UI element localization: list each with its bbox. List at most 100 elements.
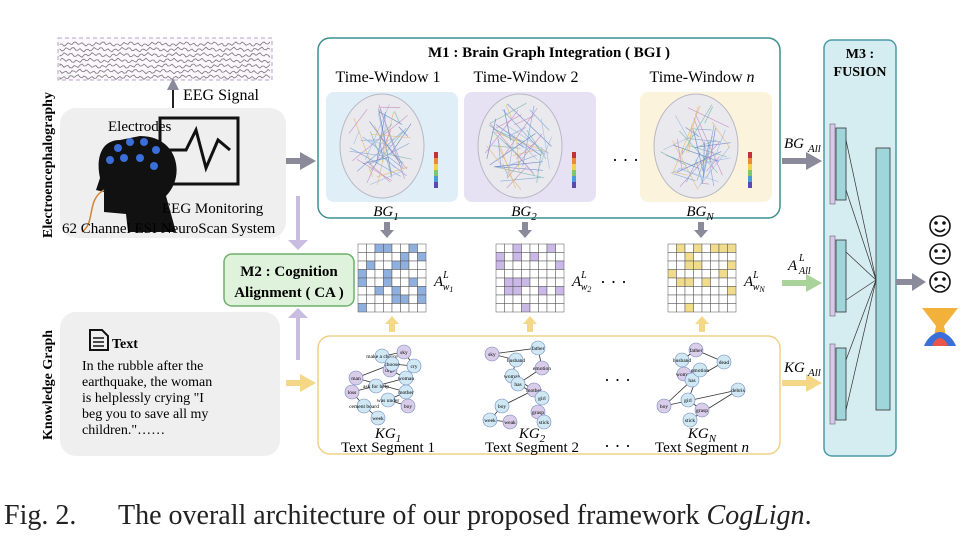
graph-node-label: boy — [404, 404, 413, 410]
kg-label: KG1 — [374, 426, 401, 445]
figure-caption: Fig. 2. The overall architecture of our … — [0, 500, 977, 540]
graph-node-label: emotion — [691, 368, 709, 374]
graph-node-label: dead — [719, 360, 730, 366]
bg-all-label: BG All — [784, 136, 821, 155]
m3-line1: M3 : — [846, 47, 874, 62]
bg-label: BG2 — [511, 204, 537, 223]
m1-ellipsis: · · · — [612, 150, 639, 170]
text-box — [60, 312, 280, 456]
graph-node-label: woman — [676, 372, 692, 378]
knowledge-graph-2: skyfatherhusbandemotionwomanhasmothergir… — [482, 340, 579, 456]
text-line: is helplessly crying "I — [82, 391, 204, 406]
eeg-monitoring-label: EEG Monitoring — [162, 201, 264, 217]
segment-ellipsis: · · · — [604, 436, 631, 456]
time-window-label: Time-Window 1 — [336, 69, 441, 86]
eeg-signal-strip — [57, 37, 273, 81]
kg-label: KG2 — [518, 426, 546, 445]
graph-node-label: loss — [348, 390, 357, 396]
text-segment-label: Text Segment n — [655, 440, 749, 456]
svg-text:KG: KG — [783, 360, 805, 376]
eeg-signal-label: EEG Signal — [183, 87, 260, 104]
graph-node-label: mother — [398, 390, 414, 396]
neutral-face-icon — [929, 243, 951, 265]
text-line: earthquake, the woman — [82, 375, 212, 390]
kg-box — [317, 335, 781, 455]
time-window-1: Time-Window 1 BG1 — [326, 69, 458, 238]
emotion-distribution-icon — [922, 308, 958, 346]
graph-node-label: woman — [504, 374, 520, 380]
graph-node-label: stick — [539, 420, 550, 426]
graph-node-label: husband — [673, 358, 692, 364]
graph-node-label: choose — [384, 362, 400, 368]
bg-label: BG1 — [373, 204, 399, 223]
graph-node-label: was under — [377, 398, 400, 404]
matrix-ellipsis: · · · — [600, 272, 627, 292]
head-icon — [81, 136, 177, 233]
text-line: children."…… — [82, 423, 165, 438]
graph-node-label: mother — [526, 388, 542, 394]
m2-line1: M2 : Cognition — [240, 264, 338, 280]
graph-node-label: week — [372, 416, 384, 422]
time-window-2: Time-Window 2 BG2 — [464, 69, 596, 238]
eeg-system-label: 62 Channel ESI NeuroScan System — [62, 221, 276, 237]
svg-text:All: All — [807, 367, 821, 379]
graph-node-label: emotion — [533, 366, 551, 372]
graph-node-label: stick — [685, 418, 696, 424]
graph-node-label: weak — [504, 420, 516, 426]
text-segment-label: Text Segment 2 — [485, 440, 579, 456]
graph-node-label: sky — [400, 350, 408, 356]
time-window-label: Time-Window 2 — [474, 69, 579, 86]
graph-node-label: make a choice — [366, 354, 398, 360]
output-arrows — [782, 152, 926, 392]
graph-node-label: has — [514, 382, 521, 388]
m1-title: M1 : Brain Graph Integration ( BGI ) — [428, 45, 670, 61]
text-line: beg you to save all my — [82, 407, 208, 422]
kg-side-label: Knowledge Graph — [41, 330, 56, 440]
time-window-label: Time-Window n — [650, 69, 755, 86]
graph-node-label: sky — [488, 352, 496, 358]
graph-node-label: boy — [660, 404, 669, 410]
graph-node-label: ask for help — [363, 383, 389, 390]
text-title: Text — [112, 337, 138, 352]
eeg-side-label: Electroencephalography — [41, 92, 56, 238]
graph-node-label: has — [688, 378, 695, 384]
connector-arrows — [286, 152, 316, 392]
graph-node-label: boy — [498, 404, 507, 410]
graph-node-label: man — [351, 376, 361, 382]
text-segment-label: Text Segment 1 — [341, 440, 435, 456]
svg-text:A: A — [787, 258, 798, 274]
kg-all-label: KG All — [783, 360, 821, 379]
graph-node-label: cement board — [349, 404, 379, 410]
graph-node-label: girl — [538, 396, 546, 402]
graph-node-label: grasp — [532, 410, 544, 416]
graph-node-label: debris — [731, 388, 744, 394]
electrodes-label: Electrodes — [108, 119, 171, 135]
happy-face-icon — [929, 215, 951, 237]
caption-text: The overall architecture of our proposed… — [118, 500, 812, 531]
graph-node-label: grasp — [696, 408, 708, 414]
graph-node-label: week — [484, 418, 496, 424]
svg-text:All: All — [807, 143, 821, 155]
graph-node-label: father — [532, 345, 545, 352]
svg-text:BG: BG — [784, 136, 804, 152]
document-icon — [89, 329, 109, 351]
sad-face-icon — [929, 271, 951, 293]
graph-node-label: girl — [684, 398, 692, 404]
text-line: In the rubble after the — [82, 359, 203, 374]
graph-node-label: father — [690, 347, 703, 354]
fusion-layers — [829, 123, 891, 425]
graph-node-label: cry — [410, 364, 417, 370]
a-all-label: A L All — [787, 253, 811, 277]
kg-ellipsis: · · · — [604, 370, 631, 390]
caption-label: Fig. 2. — [4, 500, 77, 531]
